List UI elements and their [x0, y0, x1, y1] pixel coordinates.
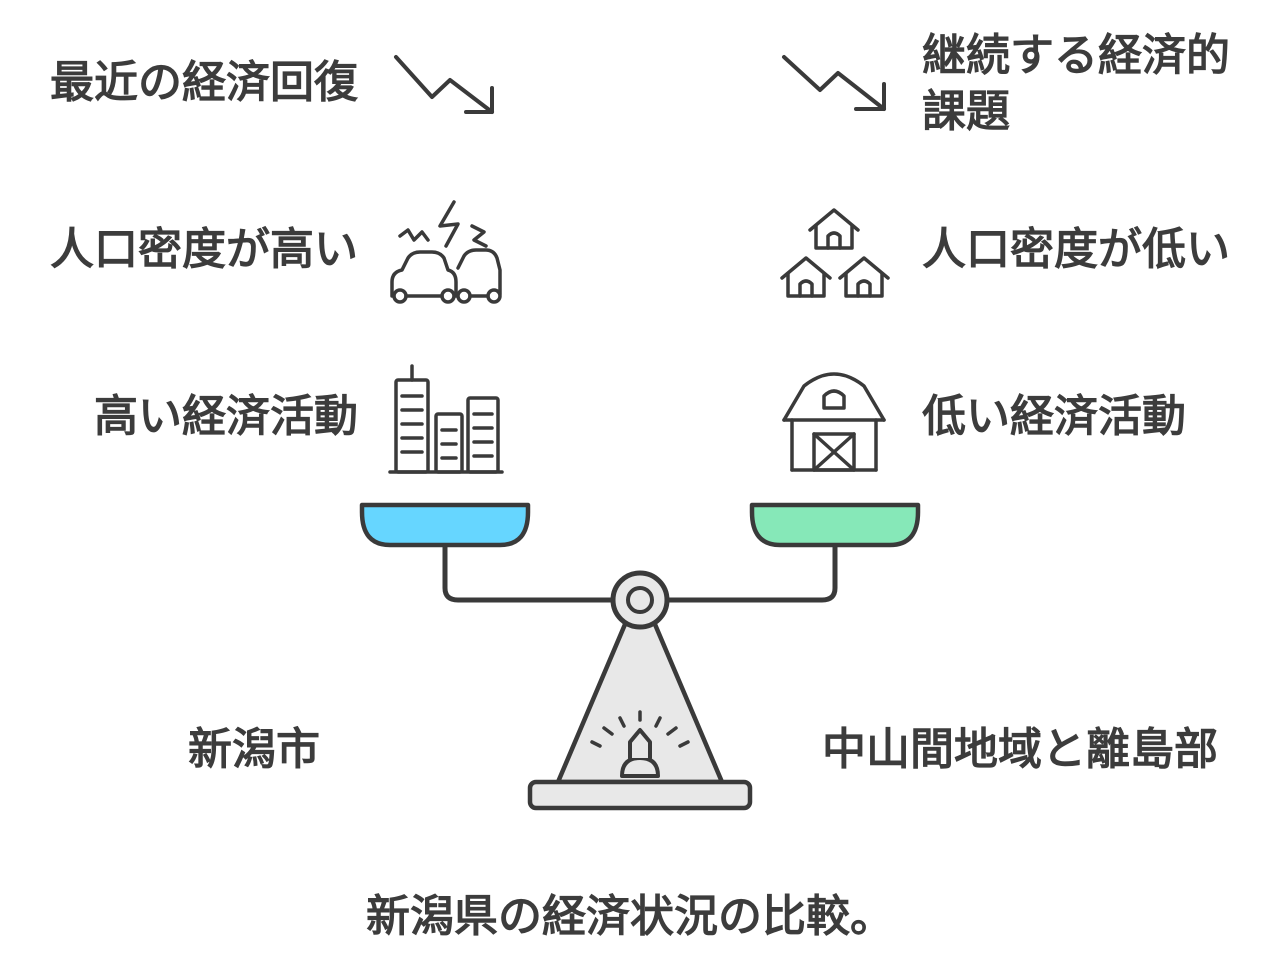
scale-base [527, 779, 753, 811]
houses-icon [780, 208, 890, 298]
balance-scale-icon [359, 502, 921, 811]
left-activity-label: 高い経済活動 [94, 391, 358, 442]
right-challenges-label-line2: 課題 [922, 86, 1010, 137]
right-activity-label: 低い経済活動 [922, 391, 1186, 442]
trend-down-icon [782, 55, 886, 111]
left-recovery-label: 最近の経済回復 [50, 57, 358, 108]
traffic-jam-icon [390, 200, 502, 304]
city-buildings-icon [388, 364, 504, 474]
right-pan [749, 502, 921, 548]
right-density-label: 人口密度が低い [922, 224, 1230, 275]
trend-down-icon [394, 55, 494, 114]
left-region-label: 新潟市 [188, 724, 320, 775]
right-region-label: 中山間地域と離島部 [822, 724, 1218, 775]
right-challenges-label-line1: 継続する経済的 [922, 30, 1230, 81]
diagram-caption: 新潟県の経済状況の比較。 [366, 891, 894, 942]
left-pan [359, 502, 531, 548]
barn-icon [782, 372, 886, 472]
left-density-label: 人口密度が高い [50, 224, 358, 275]
